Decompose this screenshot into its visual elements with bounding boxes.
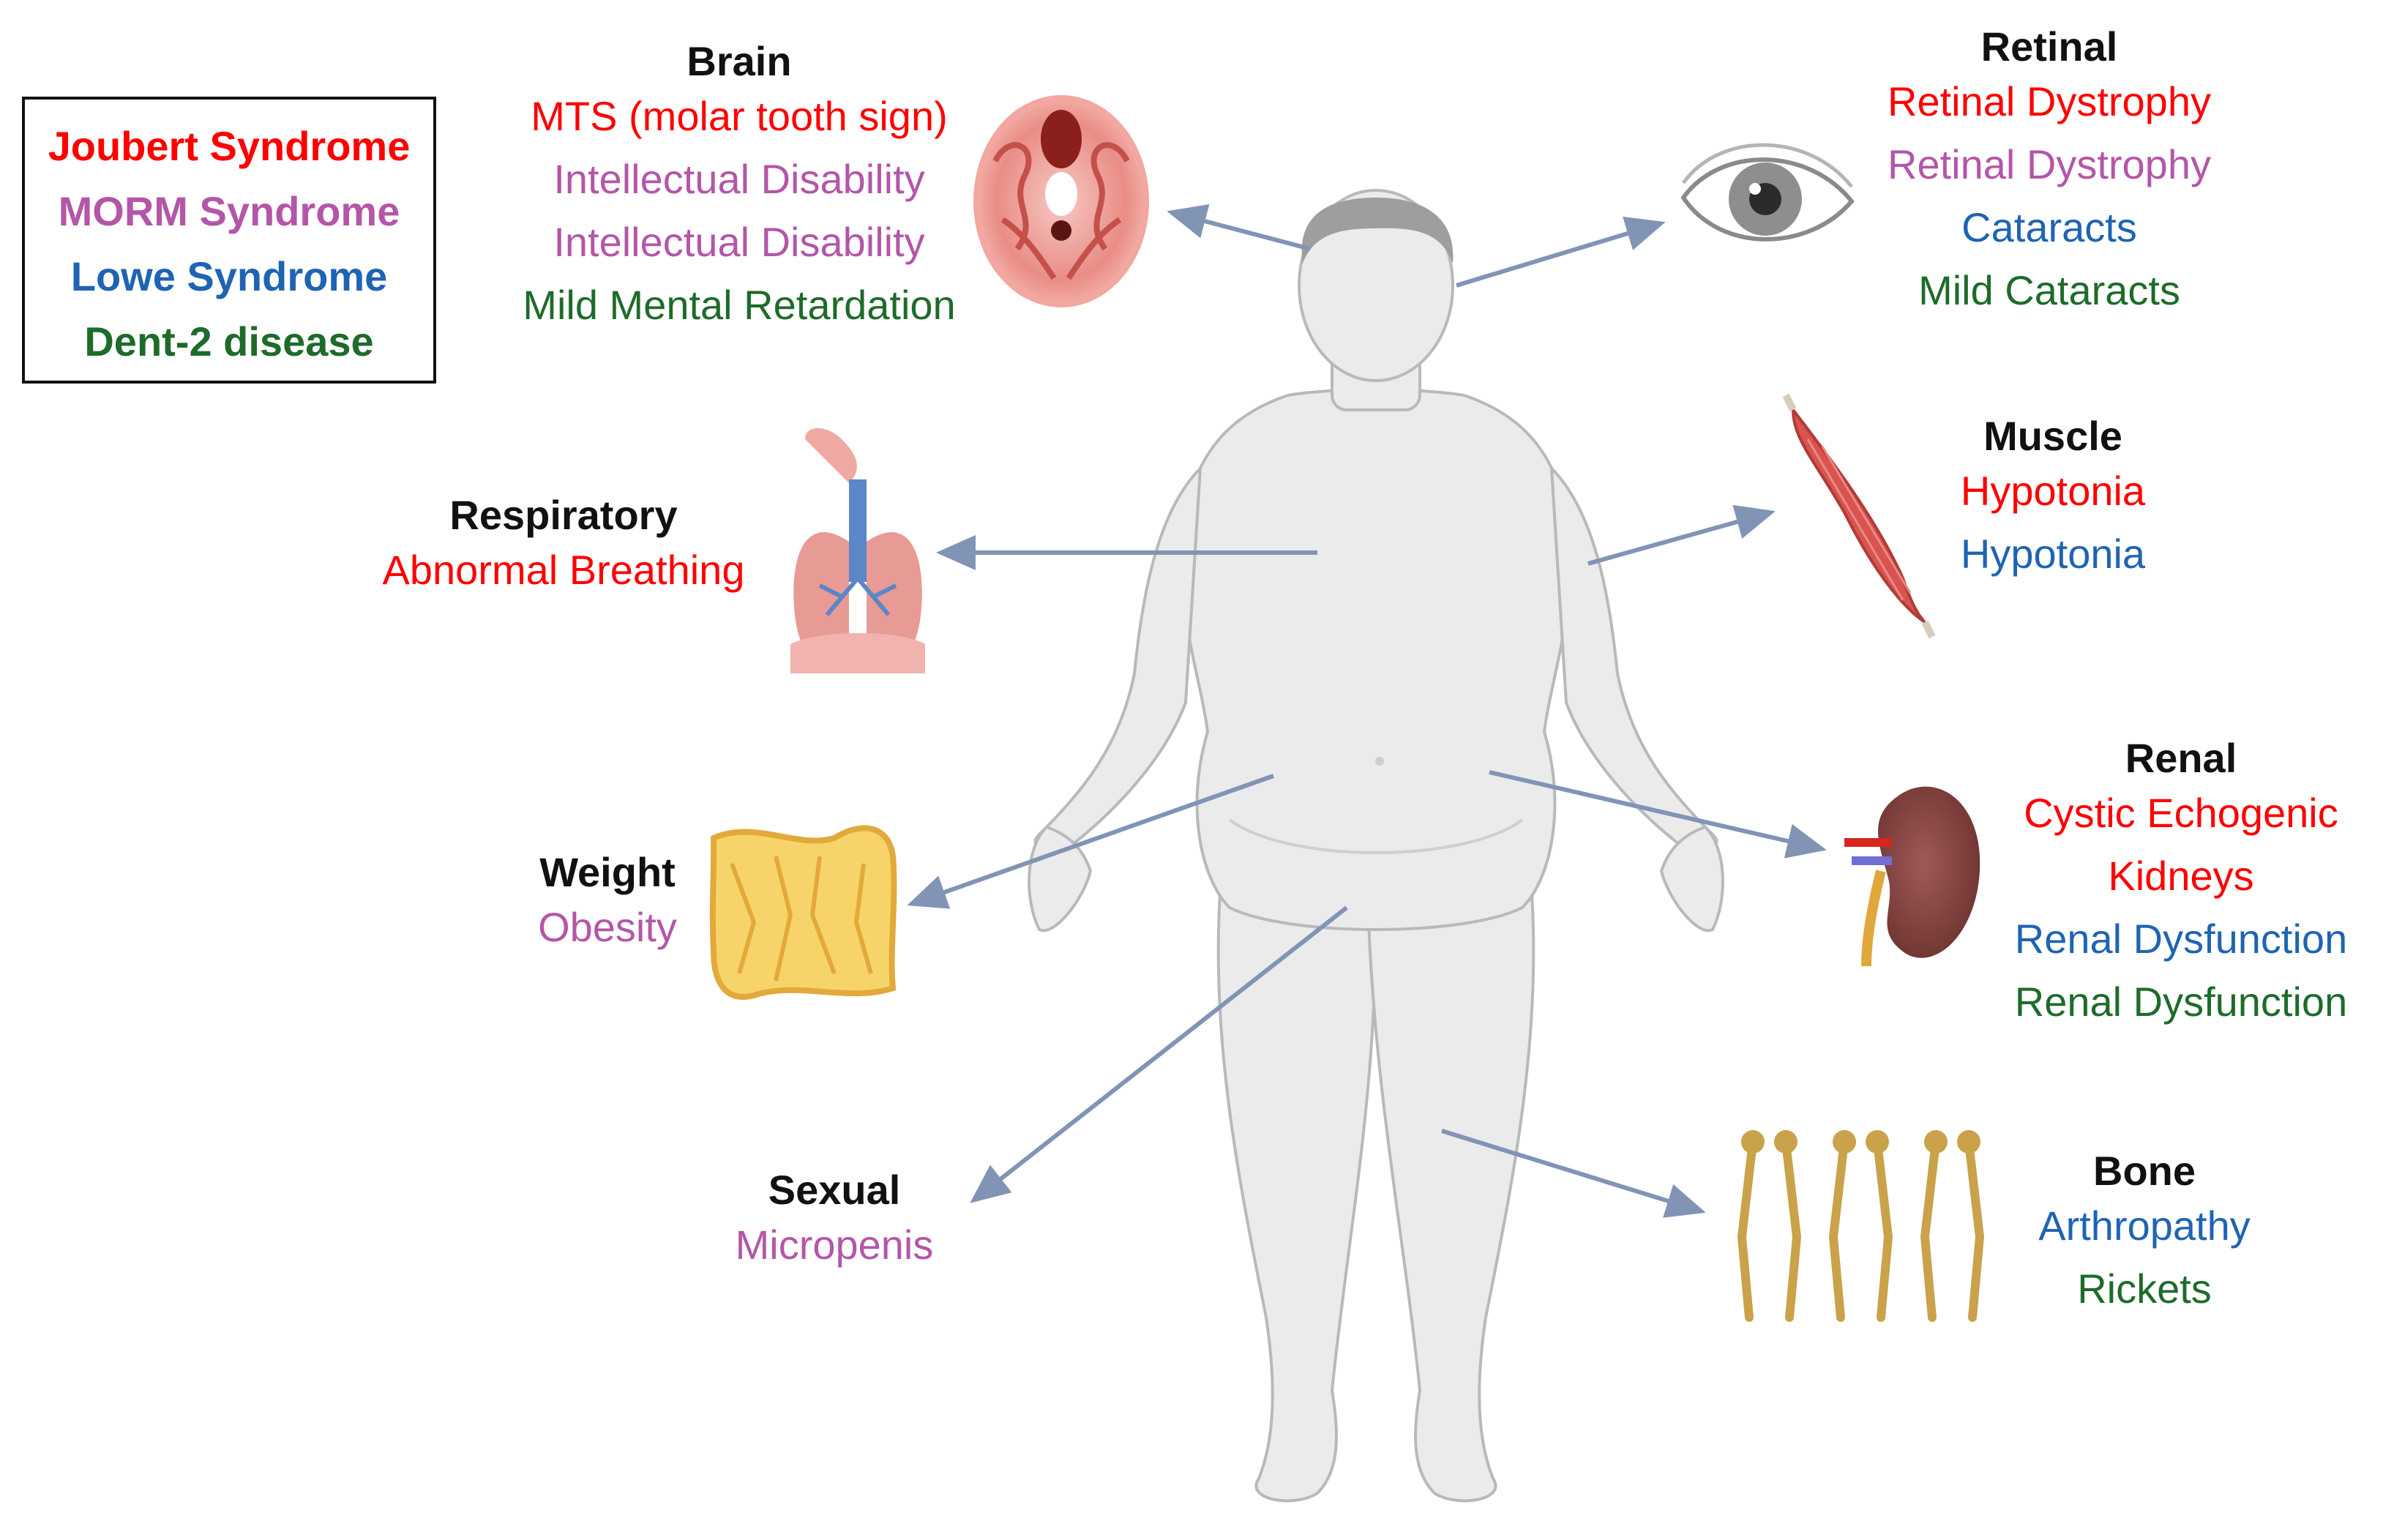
respiratory-title: Respiratory: [449, 492, 678, 538]
arrow-renal: [1489, 770, 1827, 859]
retinal-finding: Mild Cataracts: [1918, 267, 2180, 313]
hair: [1301, 198, 1454, 263]
respiratory-block: Respiratory Abnormal Breathing: [315, 492, 812, 602]
arrow-sexual: [970, 905, 1348, 1203]
weight-block: Weight Obesity: [461, 849, 754, 959]
brain-finding: Mild Mental Retardation: [523, 282, 956, 328]
bone-finding: Arthropathy: [2038, 1203, 2251, 1249]
legend-dent-2-disease: Dent-2 disease: [84, 318, 374, 365]
renal-finding: Renal Dysfunction: [2014, 979, 2348, 1025]
renal-title: Renal: [2125, 735, 2237, 781]
bone-finding: Rickets: [2077, 1266, 2212, 1312]
weight-finding: Obesity: [538, 904, 677, 950]
muscle-finding: Hypotonia: [1960, 468, 2146, 514]
weight-title: Weight: [539, 849, 676, 895]
sexual-findings: Micropenis: [651, 1214, 1017, 1277]
human-body-figure: [1028, 189, 1724, 1503]
kidney-icon: [1844, 786, 1980, 967]
brain-finding: Intellectual Disability: [553, 219, 925, 265]
brain-title: Brain: [687, 38, 792, 84]
legend-joubert-syndrome: Joubert Syndrome: [48, 123, 411, 169]
retinal-finding: Retinal Dystrophy: [1888, 141, 2211, 187]
renal-finding: Cystic Echogenic: [2024, 790, 2338, 836]
brain-block: Brain MTS (molar tooth sign) Intellectual…: [483, 38, 995, 337]
lungs-icon: [790, 428, 925, 673]
arrow-bone: [1441, 1129, 1706, 1218]
bone-title: Bone: [2093, 1148, 2196, 1194]
respiratory-findings: Abnormal Breathing: [315, 539, 812, 602]
brain-findings: MTS (molar tooth sign) Intellectual Disab…: [483, 85, 995, 337]
renal-finding: Renal Dysfunction: [2014, 916, 2348, 962]
leg-skeleton-icon: [1737, 1130, 1985, 1322]
arrow-brain: [1167, 204, 1311, 251]
arrow-retinal: [1456, 216, 1666, 288]
legend-morm-syndrome: MORM Syndrome: [58, 188, 400, 234]
retinal-title: Retinal: [1980, 23, 2118, 70]
respiratory-finding: Abnormal Breathing: [382, 547, 745, 593]
retinal-finding: Retinal Dystrophy: [1888, 78, 2211, 124]
retinal-finding: Cataracts: [1961, 204, 2137, 250]
eye-icon: [1680, 143, 1855, 242]
arrow-muscle: [1587, 504, 1776, 566]
muscle-finding: Hypotonia: [1960, 531, 2146, 577]
legend-box: Joubert Syndrome MORM Syndrome Lowe Synd…: [22, 97, 436, 384]
sexual-finding: Micropenis: [735, 1222, 934, 1268]
renal-finding: Kidneys: [2108, 853, 2254, 899]
brain-scan-icon: [973, 95, 1149, 307]
adipose-tissue-icon: [709, 825, 897, 1000]
muscle-title: Muscle: [1983, 413, 2122, 459]
brain-finding: MTS (molar tooth sign): [531, 93, 948, 139]
muscle-icon: [1782, 393, 1936, 639]
weight-findings: Obesity: [461, 896, 754, 959]
brain-finding: Intellectual Disability: [553, 156, 925, 202]
connector-arrows: [907, 204, 1827, 1218]
legend-lowe-syndrome: Lowe Syndrome: [70, 253, 388, 299]
arrow-weight: [907, 774, 1274, 909]
sexual-block: Sexual Micropenis: [651, 1167, 1017, 1277]
sexual-title: Sexual: [768, 1167, 901, 1213]
